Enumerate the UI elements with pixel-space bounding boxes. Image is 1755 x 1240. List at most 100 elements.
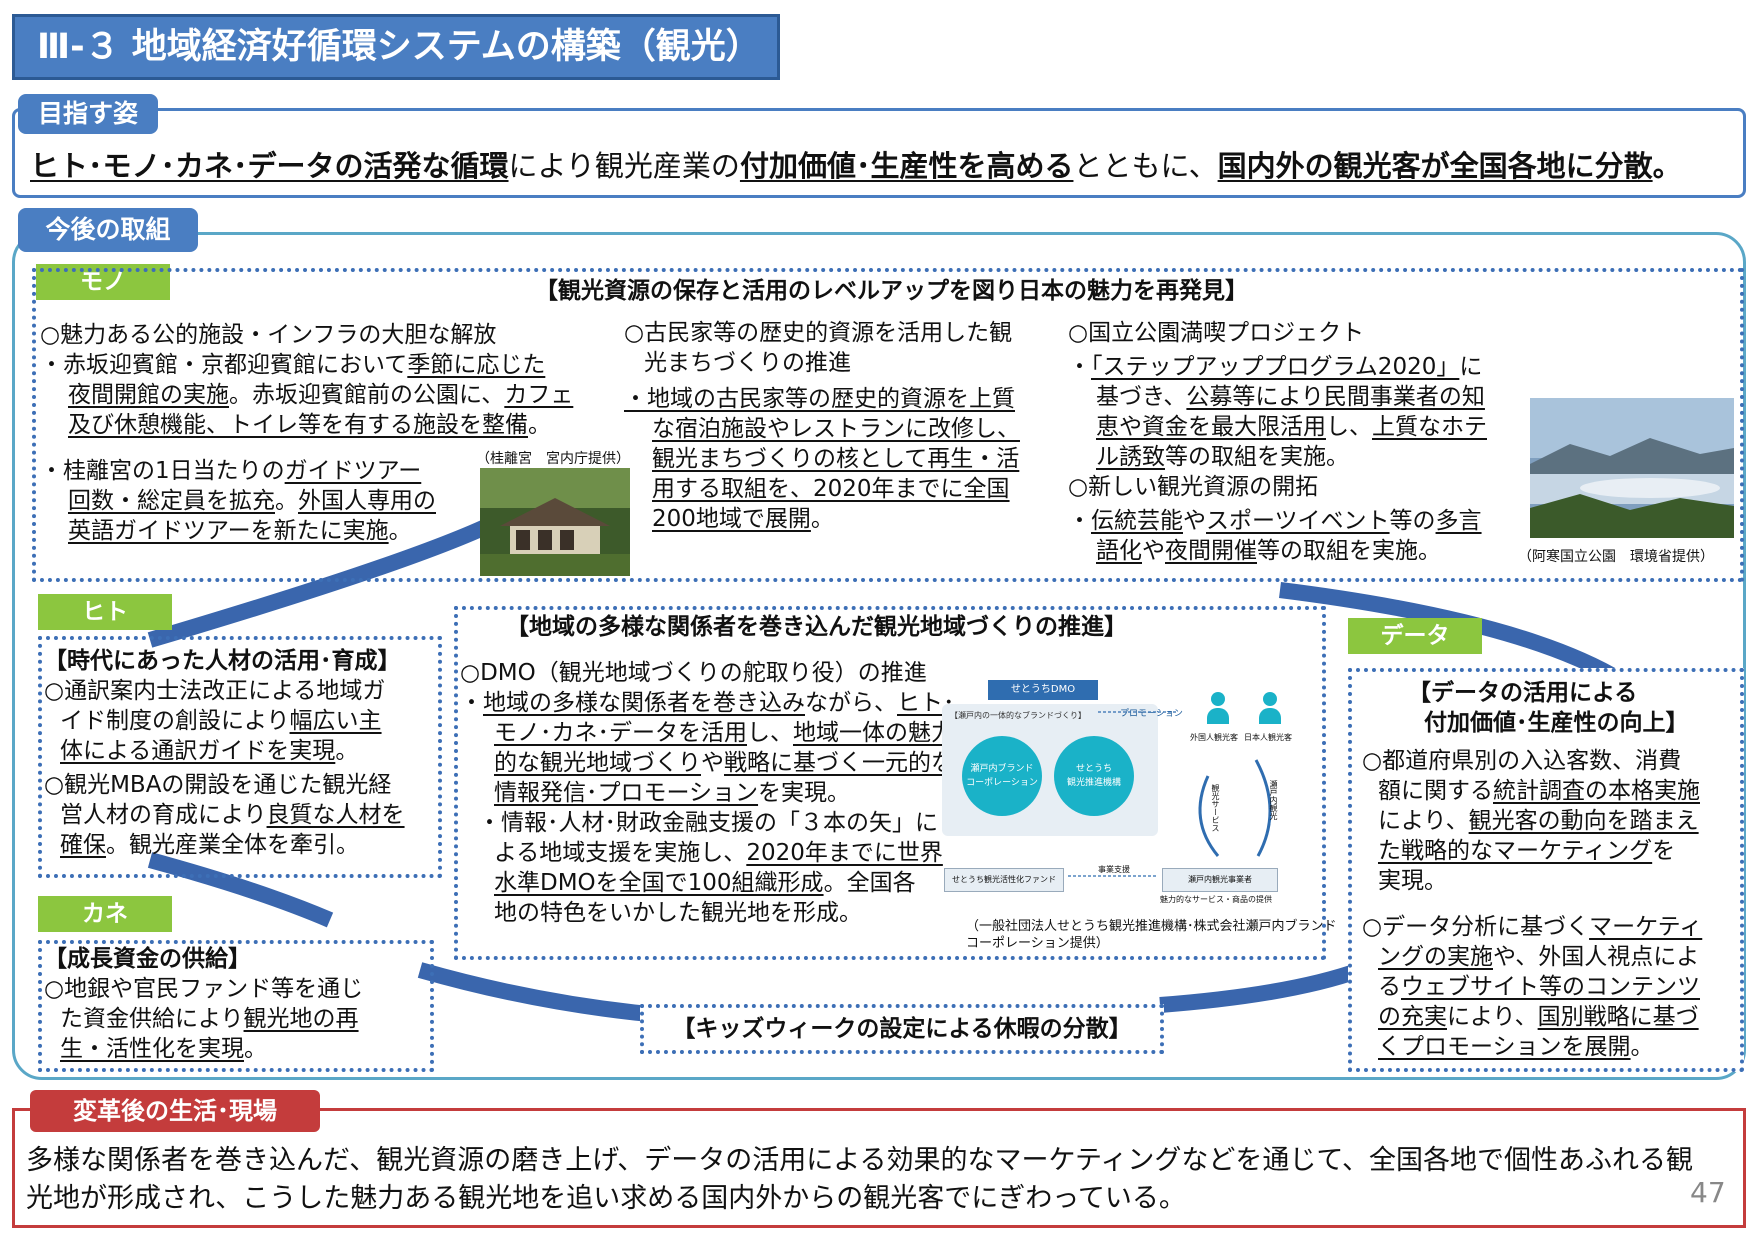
text: ながら、 — [805, 690, 897, 716]
text: ・ — [1068, 354, 1091, 380]
center-b3: 水準DMOを全国で100組織形成。全国各 — [460, 868, 955, 898]
brand-corp-circle: 瀬戸内ブランド コーポレーション — [962, 736, 1042, 816]
center-content: ○DMO（観光地域づくりの舵取り役）の推進 ・地域の多様な関係者を巻き込みながら… — [460, 658, 955, 928]
text: 。 — [335, 738, 359, 764]
katsura-credit: （桂離宮 宮内庁提供） — [476, 451, 630, 467]
mono-col3-l4: ル誘致等の取組を実施。 — [1068, 442, 1487, 472]
data-content: ○都道府県別の入込客数、消費 額に関する統計調査の本格実施 により、観光客の動向… — [1362, 746, 1702, 1062]
text: 。赤坂迎賓館前の公園に、 — [229, 382, 505, 408]
mono-col1-b2-l1: ・桂離宮の1日当たりのガイドツアー — [40, 456, 436, 486]
mono-col1: ○魅力ある公的施設・インフラの大胆な解放 ・赤坂迎賓館・京都迎賓館において季節に… — [40, 320, 573, 440]
fund-box: せとうち観光活性化ファンド — [944, 868, 1064, 892]
text: イド制度の創設により — [60, 708, 290, 734]
text: 営人材の育成により — [60, 802, 267, 828]
text: モノ･カネ･データを活用 — [494, 720, 747, 746]
center-box — [454, 606, 1326, 960]
text: 夜間開催 — [1165, 538, 1257, 564]
text: の充実 — [1378, 1004, 1447, 1030]
text: 観光客の動向を踏まえ — [1468, 808, 1699, 834]
text: た資金供給により — [60, 1006, 244, 1032]
center-a4: 情報発信･プロモーションを実現。 — [460, 778, 955, 808]
hito-content: 【時代にあった人材の活用･育成】 ○通訳案内士法改正による地域ガ イド制度の創設… — [44, 646, 405, 860]
after-box — [12, 1108, 1746, 1228]
text: 情報発信･プロモーション — [494, 780, 759, 806]
text: る — [1378, 974, 1401, 1000]
text: 。 — [388, 518, 412, 544]
after-label: 変革後の生活･現場 — [30, 1090, 320, 1132]
text: ングの実施 — [1378, 944, 1493, 970]
promotion-label: プロモーション — [1120, 709, 1183, 719]
vision-part3: 付加価値･生産性を高める — [739, 149, 1074, 183]
data-p2-l5: くプロモーションを展開。 — [1362, 1032, 1702, 1062]
text: 回数・総定員を拡充 — [68, 488, 275, 514]
hito-l4: ○観光MBAの開設を通じた観光経 — [44, 772, 392, 798]
mono-col1-b2-l3: 英語ガイドツアーを新たに実施。 — [40, 516, 436, 546]
data-p2-l1: ○データ分析に基づくマーケティ — [1362, 912, 1702, 942]
text: た戦略的なマーケティング — [1378, 838, 1653, 864]
text: 観光地の再 — [243, 1006, 359, 1032]
mono-col2-l1: ・地域の古民家等の歴史的資源を上質 — [624, 384, 1020, 414]
mono-col2-l5: 200地域で展開。 — [624, 504, 1020, 534]
brand-corp-l1: 瀬戸内ブランド — [970, 764, 1034, 774]
cycle-arc-top-right — [1279, 582, 1625, 687]
text: 。 — [244, 1036, 267, 1062]
text: よる地域支援を実施し、 — [494, 840, 747, 866]
data-p2-l3: るウェブサイト等のコンテンツ — [1362, 972, 1702, 1002]
data-p1-l2: 額に関する統計調査の本格実施 — [1362, 776, 1702, 806]
mono-col1-b1-l3: 及び休憩機能、トイレ等を有する施設を整備。 — [40, 410, 573, 440]
center-heading: 【地域の多様な関係者を巻き込んだ観光地域づくりの推進】 — [506, 614, 1127, 640]
mono-col2: ○古民家等の歴史的資源を活用した観 光まちづくりの推進 ・地域の古民家等の歴史的… — [624, 318, 1020, 534]
dmo-credit: （一般社団法人せとうち観光推進機構･株式会社瀬戸内ブランド コーポレーション提供… — [966, 918, 1337, 952]
data-p2-l4: の充実により、国別戦略に基づ — [1362, 1002, 1702, 1032]
data-p1-l1: ○都道府県別の入込客数、消費 — [1362, 748, 1682, 774]
text: 戦略に基づく一元的な — [724, 750, 954, 776]
page-number: 47 — [1690, 1176, 1726, 1209]
vision-label: 目指す姿 — [18, 94, 158, 134]
vision-part1: ヒト･モノ･カネ･データの活発な循環 — [30, 149, 509, 183]
initiatives-label: 今後の取組 — [18, 208, 198, 252]
mono-col3-l2: 基づき、公募等により民間事業者の知 — [1068, 382, 1487, 412]
text: 確保 — [60, 832, 106, 858]
text: や — [1183, 508, 1206, 534]
center-b4: 地の特色をいかした観光地を形成。 — [494, 900, 862, 926]
text: 語化 — [1096, 538, 1142, 564]
akan-credit: （阿寒国立公園 環境省提供） — [1518, 549, 1714, 565]
text: 生・活性化を実現 — [60, 1036, 244, 1062]
support-label: 事業支援 — [1098, 865, 1130, 874]
setouchi-arrow-label: 瀬戸内観光 — [1269, 780, 1278, 820]
mono-col2-title-l2: 光まちづくりの推進 — [644, 350, 851, 376]
initiatives-frame — [12, 232, 1746, 1080]
text: な宿泊施設やレストランに改修し、 — [652, 416, 1020, 442]
data-p1-l4: た戦略的なマーケティングを — [1362, 836, 1702, 866]
center-title: ○DMO（観光地域づくりの舵取り役）の推進 — [460, 660, 927, 686]
mono-col2-l2: な宿泊施設やレストランに改修し、 — [624, 414, 1020, 444]
text: 用する取組を、 — [652, 476, 813, 502]
center-b2: よる地域支援を実施し、2020年までに世界 — [460, 838, 955, 868]
akan-park-photo — [1530, 398, 1734, 538]
center-a2: モノ･カネ･データを活用し、地域一体の魅力 — [460, 718, 955, 748]
text: に — [1459, 354, 1483, 380]
hito-l2: イド制度の創設により幅広い主 — [44, 706, 405, 736]
text: 等の取組を実施。 — [1165, 444, 1349, 470]
center-a3: 的な観光地域づくりや戦略に基づく一元的な — [460, 748, 955, 778]
vision-text: ヒト･モノ･カネ･データの活発な循環により観光産業の付加価値･生産性を高めるとと… — [30, 146, 1682, 186]
dmo-arrows — [1068, 711, 1272, 877]
brand-corp-l2: コーポレーション — [966, 778, 1038, 788]
text: し、 — [747, 720, 793, 746]
mono-col1-b1: ・赤坂迎賓館・京都迎賓館において季節に応じた — [40, 350, 573, 380]
text: により、 — [1378, 808, 1469, 834]
center-b1: ・情報･人材･財政金融支援の「３本の矢」に — [478, 810, 938, 836]
text: ガイドツアー — [284, 458, 422, 484]
text: 。観光産業全体を牽引。 — [106, 832, 359, 858]
data-heading: 【データの活用による 付加価値･生産性の向上】 — [1408, 678, 1689, 738]
dmo-credit-l1: （一般社団法人せとうち観光推進機構･株式会社瀬戸内ブランド — [966, 919, 1337, 934]
data-p1-l3: により、観光客の動向を踏まえ — [1362, 806, 1702, 836]
mono-col2-l4: 用する取組を、2020年までに全国 — [624, 474, 1020, 504]
text: ・ — [460, 690, 483, 716]
text: 伝統芸能 — [1091, 508, 1183, 534]
text: 。 — [810, 506, 834, 532]
text: 。 — [528, 412, 551, 438]
text: 2020年までに全国 — [813, 476, 1010, 502]
text: 国別戦略に基づ — [1537, 1004, 1699, 1030]
mono-col2-title: ○古民家等の歴史的資源を活用した観 — [624, 320, 1013, 346]
